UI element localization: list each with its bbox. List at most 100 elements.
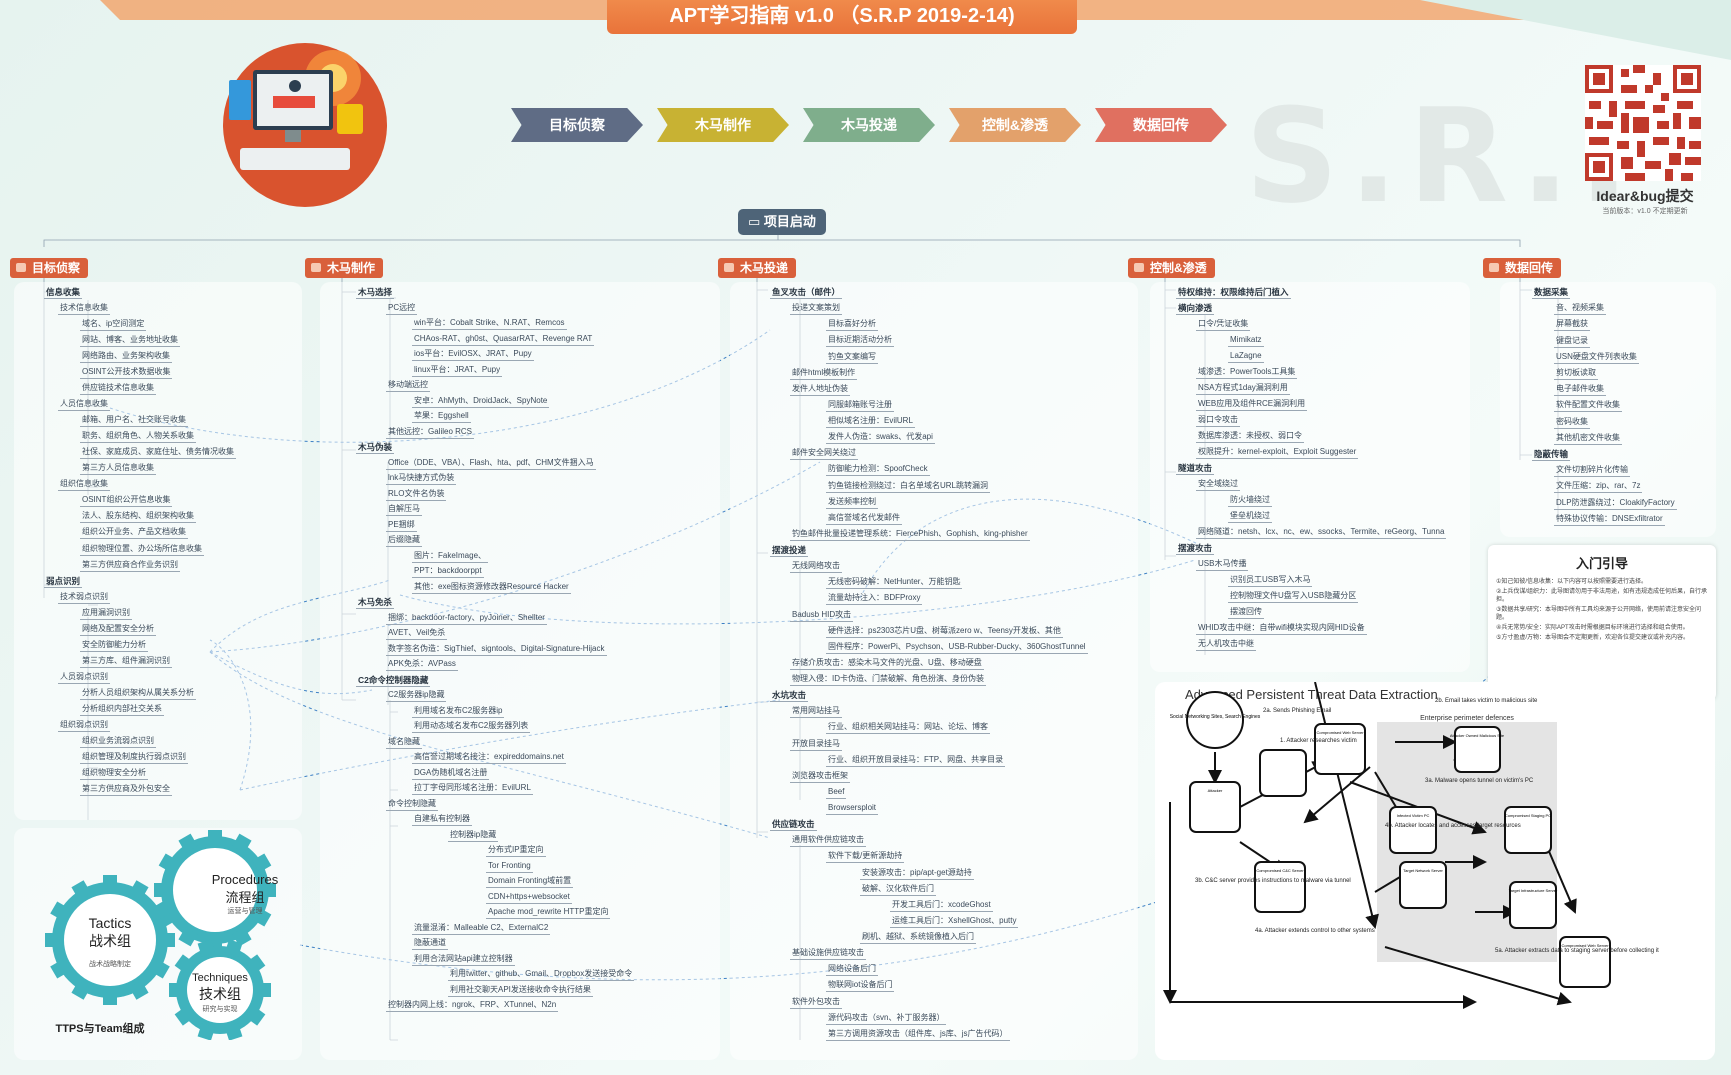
exfil-node[interactable]: 键盘记录 [1554,336,1590,348]
delivery-node[interactable]: 同服邮箱账号注册 [826,400,894,412]
delivery-node[interactable]: 发件人地址伪装 [790,384,850,396]
control-node[interactable]: LaZagne [1228,351,1264,363]
delivery-node[interactable]: 硬件选择：ps2303芯片U盘、树莓派zero w、Teensy开发板、其他 [826,626,1063,638]
exfil-node[interactable]: 其他机密文件收集 [1554,433,1622,445]
trojan-node[interactable]: 其他：exe图标资源修改器Resource Hacker [412,582,571,594]
control-node[interactable]: 网络隧道：netsh、lcx、nc、ew、ssocks、Termite、reGe… [1196,527,1447,539]
trojan-node[interactable]: Domain Fronting域前置 [486,876,574,888]
recon-node[interactable]: 第三方供应商合作业务识别 [80,560,180,572]
exfil-node[interactable]: 屏幕截获 [1554,319,1590,332]
recon-node[interactable]: 域名、ip空间测定 [80,319,147,332]
control-node[interactable]: 隧道攻击 [1176,463,1215,475]
phase-recon[interactable]: 目标侦察 [511,108,643,142]
exfil-node[interactable]: 电子邮件收集 [1554,384,1606,397]
control-node[interactable]: 横向渗透 [1176,303,1215,315]
exfil-node[interactable]: 特殊协议传输：DNSExfiltrator [1554,514,1665,526]
phase-control[interactable]: 控制&渗透 [949,108,1081,142]
recon-node[interactable]: OSINT组织公开信息收集 [80,495,173,508]
trojan-node[interactable]: C2命令控制器隐藏 [356,674,431,687]
delivery-node[interactable]: 无线网络攻击 [790,561,842,574]
trojan-node[interactable]: PPT：backdoorppt [412,566,484,578]
recon-node[interactable]: OSINT公开技术数据收集 [80,367,173,380]
trojan-node[interactable]: 利用域名发布C2服务器ip [412,706,505,718]
delivery-node[interactable]: 高信誉域名代发邮件 [826,513,902,525]
trojan-node[interactable]: 苹果：Eggshell [412,411,471,423]
trojan-node[interactable]: APK免杀：AVPass [386,659,458,671]
recon-node[interactable]: 人员信息收集 [58,399,110,412]
exfil-node[interactable]: 隐蔽传输 [1532,449,1571,461]
control-node[interactable]: 控制物理文件U盘写入USB隐藏分区 [1228,591,1359,603]
recon-node[interactable]: 职务、组织角色、人物关系收集 [80,431,196,444]
trojan-node[interactable]: RLO文件名伪装 [386,489,447,501]
delivery-node[interactable]: 钓鱼链接检测绕过：白名单域名URL跳转漏洞 [826,481,991,493]
trojan-node[interactable]: 利用社交聊天API发送接收命令执行结果 [448,985,593,997]
control-node[interactable]: WHID攻击中继：自带wifi模块实现内网HID设备 [1196,623,1367,635]
control-node[interactable]: 识别员工USB写入木马 [1228,575,1313,587]
delivery-node[interactable]: 发件人伪造：swaks、代发api [826,432,935,445]
delivery-node[interactable]: 水坑攻击 [770,690,809,703]
control-node[interactable]: 域渗透：PowerTools工具集 [1196,367,1298,379]
delivery-node[interactable]: 开放目录挂马 [790,739,842,751]
recon-node[interactable]: 弱点识别 [44,575,83,588]
trojan-node[interactable]: 后缀隐藏 [386,535,422,547]
trojan-node[interactable]: 图片：FakeImage、 [412,551,489,563]
recon-node[interactable]: 组织业务流弱点识别 [80,736,156,748]
exfil-node[interactable]: 音、视频采集 [1554,303,1606,316]
branch-exfil[interactable]: 数据回传 [1483,258,1562,278]
delivery-node[interactable]: 摆渡投递 [770,545,809,558]
recon-node[interactable]: 分析人员组织架构从属关系分析 [80,688,196,700]
delivery-node[interactable]: 软件外包攻击 [790,997,842,1009]
delivery-node[interactable]: 常用网站挂马 [790,706,842,719]
delivery-node[interactable]: 存储介质攻击：感染木马文件的光盘、U盘、移动硬盘 [790,658,984,670]
delivery-node[interactable]: Beef [826,787,847,799]
trojan-node[interactable]: 自解压马 [386,504,422,516]
phase-trojan[interactable]: 木马制作 [657,108,789,142]
delivery-node[interactable]: 通用软件供应链攻击 [790,835,866,848]
recon-node[interactable]: 网站、博客、业务地址收集 [80,335,180,348]
control-node[interactable]: 堡垒机绕过 [1228,511,1272,523]
trojan-node[interactable]: 控制器ip隐藏 [448,830,499,842]
recon-node[interactable]: 组织弱点识别 [58,720,110,732]
delivery-node[interactable]: 行业、组织相关网站挂马：网站、论坛、博客 [826,722,990,735]
recon-node[interactable]: 网络路由、业务架构收集 [80,351,172,364]
trojan-node[interactable]: 木马免杀 [356,597,395,609]
recon-node[interactable]: 法人、股东结构、组织架构收集 [80,511,196,524]
trojan-node[interactable]: Tor Fronting [486,861,533,873]
trojan-node[interactable]: 移动端远控 [386,380,430,392]
recon-node[interactable]: 网络及配置安全分析 [80,624,156,636]
exfil-node[interactable]: USN硬盘文件列表收集 [1554,352,1639,364]
exfil-node[interactable]: 数据采集 [1532,287,1571,299]
delivery-node[interactable]: 钓鱼文案编写 [826,352,878,364]
trojan-node[interactable]: lnk马快捷方式伪装 [386,473,457,485]
trojan-node[interactable]: 数字签名伪造：SigThief、signtools、Digital-Signat… [386,644,607,656]
trojan-node[interactable]: 拉丁字母同形域名注册：EvilURL [412,783,533,795]
recon-node[interactable]: 技术信息收集 [58,303,110,316]
delivery-node[interactable]: 目标近期活动分析 [826,335,894,348]
recon-node[interactable]: 组织公开业务、产品文档收集 [80,527,188,540]
trojan-node[interactable]: ios平台：EvilOSX、JRAT、Pupy [412,349,534,361]
trojan-node[interactable]: win平台：Cobalt Strike、N.RAT、Remcos [412,318,567,330]
branch-recon[interactable]: 目标侦察 [10,258,89,278]
exfil-node[interactable]: DLP防泄露绕过：CloakifyFactory [1554,498,1677,510]
trojan-node[interactable]: C2服务器ip隐藏 [386,690,447,702]
delivery-node[interactable]: 基础设施供应链攻击 [790,948,866,961]
delivery-node[interactable]: 破解、汉化软件后门 [860,884,936,896]
control-node[interactable]: 数据库渗透：未授权、弱口令 [1196,431,1304,443]
trojan-node[interactable]: CHAos-RAT、gh0st、QuasarRAT、Revenge RAT [412,334,595,346]
control-node[interactable]: Mimikatz [1228,335,1264,347]
trojan-node[interactable]: 木马选择 [356,287,395,299]
trojan-node[interactable]: PE捆绑 [386,520,417,532]
trojan-node[interactable]: 捆绑：backdoor-factory、pyJoiner、Shellter [386,613,547,625]
phase-delivery[interactable]: 木马投递 [803,108,935,142]
delivery-node[interactable]: 网络设备后门 [826,964,878,977]
exfil-node[interactable]: 软件配置文件收集 [1554,400,1622,413]
recon-node[interactable]: 邮箱、用户名、社交账号收集 [80,415,188,428]
trojan-node[interactable]: 木马伪装 [356,442,395,454]
trojan-node[interactable]: 域名隐藏 [386,737,422,749]
branch-control[interactable]: 控制&渗透 [1128,258,1215,278]
control-node[interactable]: USB木马传播 [1196,559,1249,571]
delivery-node[interactable]: 目标喜好分析 [826,319,878,332]
exfil-node[interactable]: 文件切割碎片化传输 [1554,465,1630,478]
delivery-node[interactable]: 邮件html模板制作 [790,368,858,380]
control-node[interactable]: 特权维持：权限维持后门植入 [1176,287,1291,299]
